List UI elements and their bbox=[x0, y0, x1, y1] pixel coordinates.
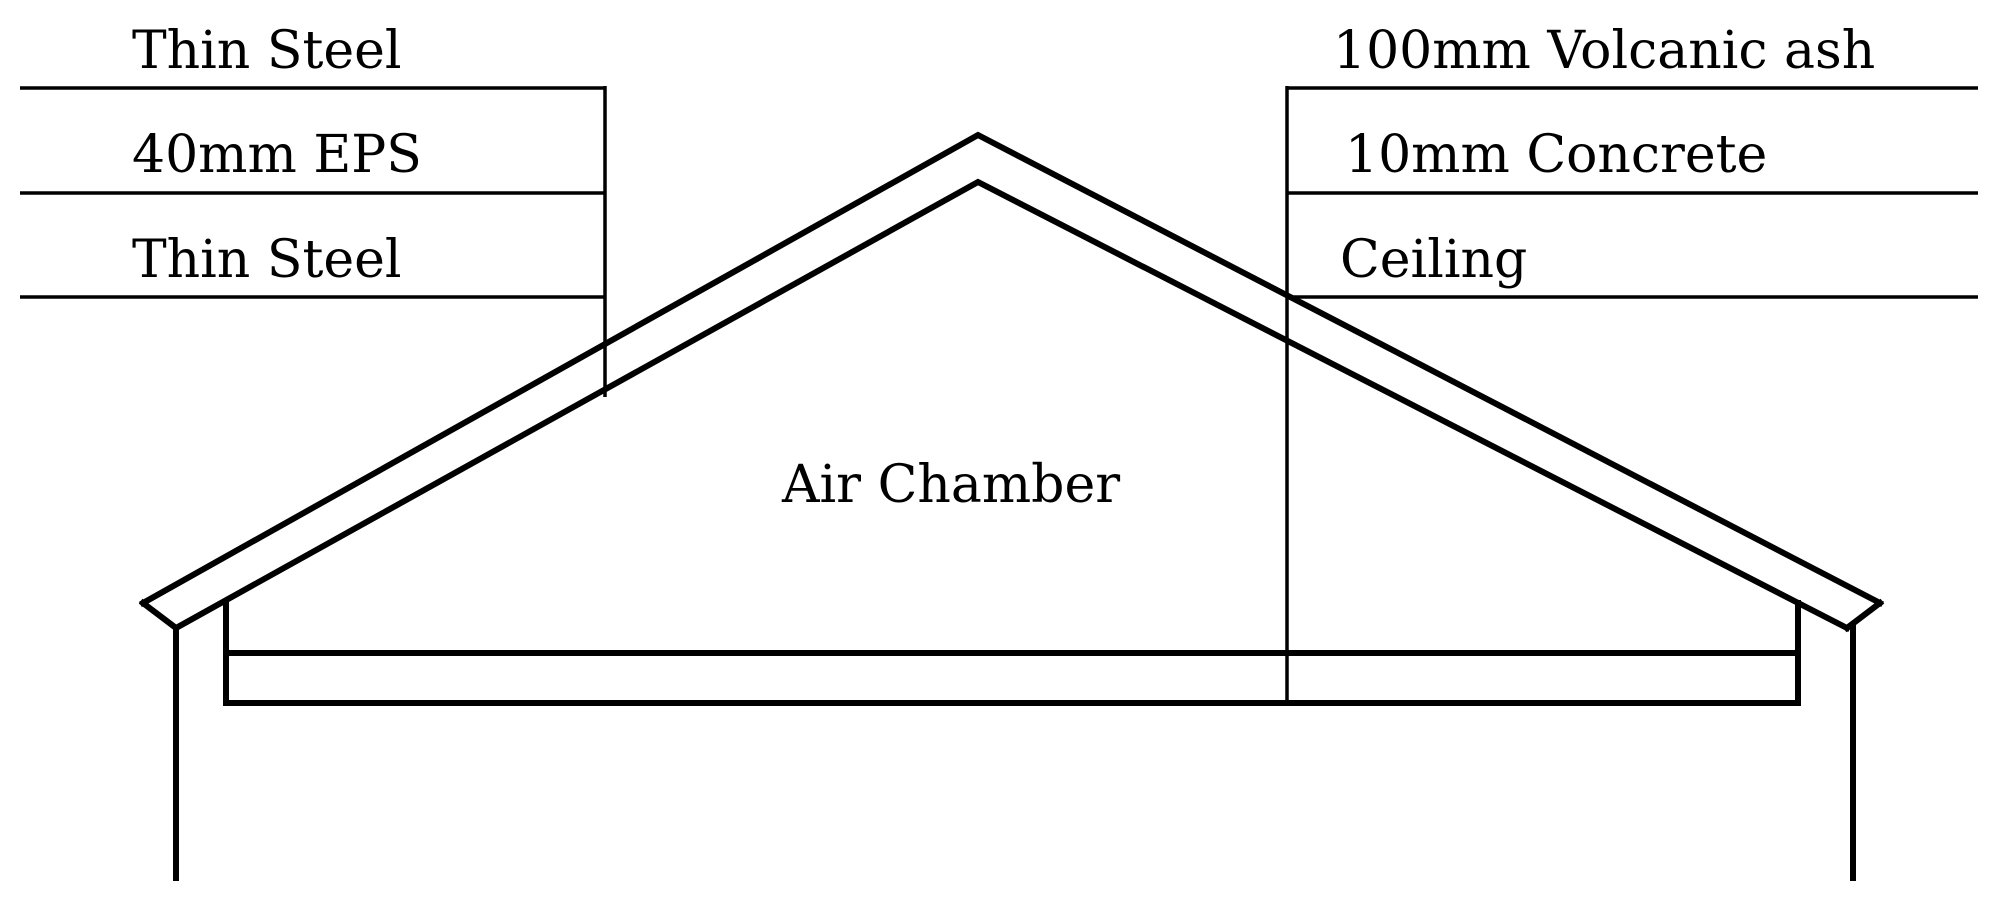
right-label-volcanic-ash: 100mm Volcanic ash bbox=[1333, 21, 1875, 81]
right-label-ceiling: Ceiling bbox=[1340, 230, 1527, 290]
left-label-eps: 40mm EPS bbox=[132, 125, 422, 185]
roof-outer-slope bbox=[138, 131, 1885, 608]
roof-slab bbox=[138, 131, 1885, 633]
walls bbox=[173, 625, 1856, 881]
left-label-thin-steel-top: Thin Steel bbox=[132, 21, 402, 81]
right-leader-lines bbox=[1285, 86, 1978, 706]
left-eave-end bbox=[138, 598, 181, 633]
ceiling-slab bbox=[223, 600, 1801, 706]
left-label-thin-steel-bottom: Thin Steel bbox=[132, 230, 402, 290]
right-label-concrete: 10mm Concrete bbox=[1345, 125, 1767, 185]
air-chamber-label: Air Chamber bbox=[781, 455, 1120, 515]
roof-inner-slope bbox=[171, 178, 1852, 633]
right-eave-end bbox=[1842, 598, 1885, 633]
